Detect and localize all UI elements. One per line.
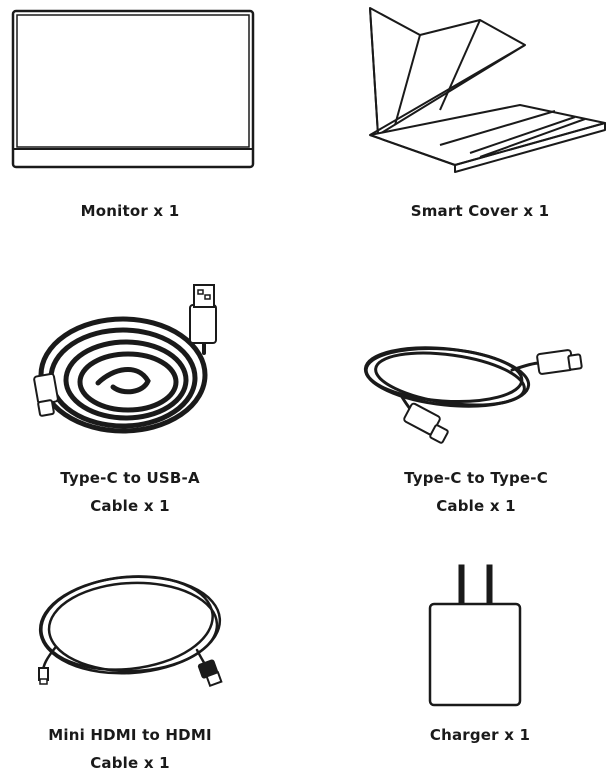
- usb-c-to-usb-c-label-line1: Type-C to Type-C: [404, 469, 548, 487]
- usb-c-to-usb-a-label-line1: Type-C to USB-A: [60, 469, 200, 487]
- usb-c-to-usb-c-label: Type-C to Type-C Cable x 1: [346, 464, 606, 520]
- monitor-label-line1: Monitor x 1: [80, 202, 180, 220]
- charger-label-line1: Charger x 1: [429, 726, 531, 744]
- mini-hdmi-to-hdmi-label-line1: Mini HDMI to HDMI: [48, 726, 212, 744]
- usb-c-to-usb-c-cable-icon: [362, 335, 592, 450]
- usb-c-to-usb-a-cable-icon: [28, 283, 228, 443]
- usb-c-to-usb-a-label-line2: Cable x 1: [90, 497, 170, 515]
- smart-cover-icon: [360, 5, 610, 175]
- mini-hdmi-to-hdmi-cable-icon: [25, 570, 225, 695]
- monitor-icon: [10, 8, 260, 173]
- monitor-label: Monitor x 1: [0, 197, 260, 225]
- smart-cover-label-line1: Smart Cover x 1: [410, 202, 550, 220]
- mini-hdmi-to-hdmi-label: Mini HDMI to HDMI Cable x 1: [0, 721, 260, 777]
- smart-cover-label: Smart Cover x 1: [350, 197, 610, 225]
- usb-c-to-usb-c-label-line2: Cable x 1: [436, 497, 516, 515]
- usb-c-to-usb-a-label: Type-C to USB-A Cable x 1: [0, 464, 260, 520]
- mini-hdmi-to-hdmi-label-line2: Cable x 1: [90, 754, 170, 772]
- charger-label: Charger x 1: [350, 721, 610, 749]
- charger-icon: [425, 562, 525, 710]
